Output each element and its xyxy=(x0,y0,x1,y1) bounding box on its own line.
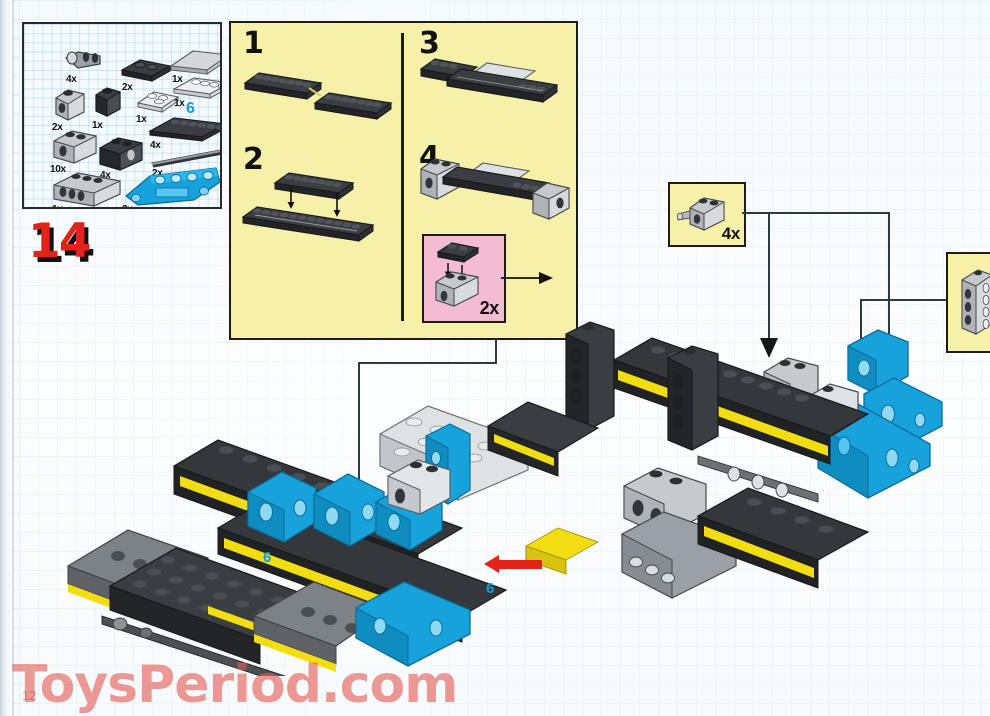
callout-4x-illustration xyxy=(677,197,725,231)
part-plate-2x2-white xyxy=(136,91,180,113)
parts-inventory-box: 4x 2x 1x 2x 1x 1x xyxy=(22,22,222,209)
leader-line-panel-vertical-right xyxy=(495,338,497,364)
callout-4x-leader-vertical-a xyxy=(888,212,890,340)
substep-4-illustration xyxy=(420,158,570,220)
part-plate-1x6-black xyxy=(148,117,220,142)
leader-line-panel-vertical-left xyxy=(358,362,360,517)
part-technic-brick-1x2-black xyxy=(99,137,143,171)
part-qty: 4x xyxy=(66,74,77,85)
substep-label-2: 2 xyxy=(243,142,264,177)
part-qty: 10x xyxy=(50,164,66,175)
direction-arrow-red xyxy=(484,555,542,573)
callout-right-illustration xyxy=(961,269,990,335)
callout-right-leader-vertical xyxy=(860,299,862,355)
callout-box-right xyxy=(946,252,990,353)
part-qty: 2x xyxy=(152,168,163,179)
part-qty: 4x xyxy=(100,170,111,181)
substep-divider xyxy=(401,33,404,321)
part-qty: 1x xyxy=(136,114,147,125)
part-technic-brick-1x4-grey xyxy=(53,172,121,207)
inset-to-step4-arrow xyxy=(501,272,553,284)
substep-label-1: 1 xyxy=(243,26,264,61)
main-model-assembly xyxy=(58,316,958,709)
model-element-label-right: 6 xyxy=(486,580,495,597)
page-gutter xyxy=(0,0,13,716)
callout-right-leader-horizontal xyxy=(860,299,946,301)
page-number: 12 xyxy=(22,688,37,703)
part-technic-axle-10 xyxy=(151,149,220,168)
part-qty: 2x xyxy=(52,122,63,133)
pink-inset-qty: 2x xyxy=(479,298,500,318)
pink-inset-illustration xyxy=(435,242,480,307)
part-qty: 1x xyxy=(52,204,63,207)
watermark: ToysPeriod.com xyxy=(12,655,458,715)
part-plate-1x4-white xyxy=(172,77,220,99)
part-qty: 1x xyxy=(172,74,183,85)
leader-line-panel-horizontal xyxy=(358,362,497,364)
part-technic-brick-1x2-grey xyxy=(53,130,97,164)
page-gutter-line xyxy=(12,0,14,716)
callout-4x-leader-down-left xyxy=(768,212,770,340)
part-tile-1x6-light-grey xyxy=(169,50,220,75)
part-brick-1x1-black xyxy=(95,87,121,117)
part-qty: 2x xyxy=(122,204,133,207)
pink-inset-box: 2x xyxy=(422,234,506,323)
part-qty: 1x xyxy=(174,98,185,109)
step-number: 14 xyxy=(28,214,91,269)
model-element-label-left: 6 xyxy=(263,549,272,566)
substep-1-illustration xyxy=(243,72,393,120)
part-technic-panel-blue xyxy=(125,167,220,206)
substep-3-illustration xyxy=(419,58,559,103)
part-technic-brick-1x1-grey xyxy=(55,89,85,121)
substep-label-3: 3 xyxy=(419,26,440,61)
parts-element-label: 6 xyxy=(186,100,195,117)
model-illustration xyxy=(66,321,943,709)
part-axle-pin-connector xyxy=(64,51,101,69)
substep-panel: 1 2 3 4 xyxy=(229,21,578,340)
callout-4x-arrow-b xyxy=(760,338,778,358)
part-qty: 1x xyxy=(92,120,103,131)
callout-4x-qty: 4x xyxy=(721,224,741,243)
callout-box-4x: 4x xyxy=(668,182,746,247)
part-qty: 4x xyxy=(150,140,161,151)
substep-2-illustration xyxy=(241,172,375,242)
part-plate-1x3-black xyxy=(120,59,172,82)
callout-4x-leader-horizontal xyxy=(742,212,890,214)
part-qty: 2x xyxy=(122,82,133,93)
